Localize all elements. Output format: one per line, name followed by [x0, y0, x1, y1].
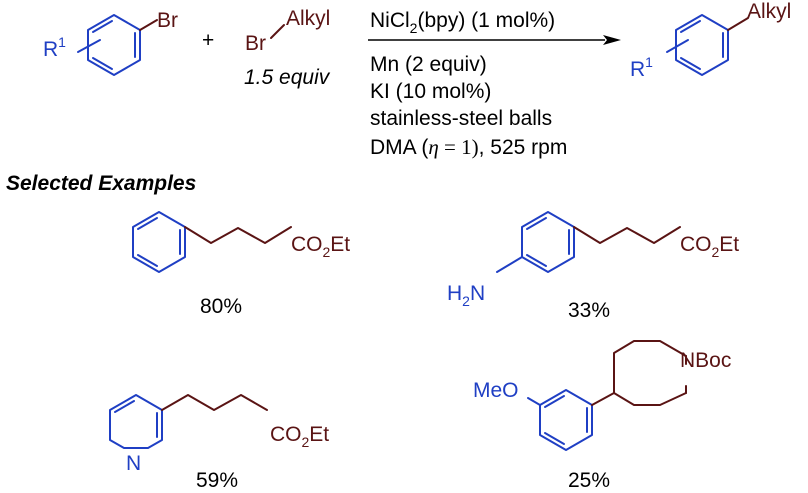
product-aryl-alkyl: R1 Alkyl	[630, 0, 791, 81]
r1-label: R	[43, 38, 58, 61]
boc-label: NBoc	[680, 349, 731, 372]
condition-catalyst: NiCl2(bpy) (1 mol%)	[370, 9, 555, 36]
benzene-ring	[132, 211, 186, 273]
svg-text:R1: R1	[43, 34, 66, 61]
example-pyridyl-butanoate: N CO2Et 59%	[109, 394, 329, 492]
ester-label: CO2Et	[270, 423, 329, 450]
alkyl-bromide-br: Br	[245, 32, 266, 55]
plus-sign: +	[202, 29, 214, 52]
ester-label: CO2Et	[680, 233, 739, 260]
alkyl-label: Alkyl	[286, 7, 330, 30]
yield-label: 25%	[568, 469, 610, 492]
condition-balls: stainless-steel balls	[370, 107, 552, 130]
example-phenyl-butanoate: CO2Et 80%	[132, 211, 350, 318]
product-r1-label: R	[630, 58, 645, 81]
benzene-ring	[496, 211, 575, 273]
condition-additive: KI (10 mol%)	[370, 80, 491, 103]
section-title: Selected Examples	[6, 172, 196, 195]
yield-label: 80%	[200, 295, 242, 318]
bromine-label: Br	[157, 9, 178, 32]
condition-solvent: DMA (η = 1), 525 rpm	[370, 135, 567, 159]
product-alkyl-label: Alkyl	[747, 0, 791, 23]
yield-label: 33%	[568, 299, 610, 322]
reactant-aryl-bromide: R1 Br	[43, 9, 178, 76]
piperidine-ring	[591, 340, 687, 406]
methoxy-label: MeO	[473, 379, 519, 402]
reaction-conditions: NiCl2(bpy) (1 mol%) Mn (2 equiv) KI (10 …	[370, 9, 567, 159]
alkyl-equiv: 1.5 equiv	[244, 66, 331, 89]
example-methoxyphenyl-piperidine: MeO NBoc 25%	[473, 340, 731, 492]
benzene-ring	[527, 389, 593, 451]
condition-reductant: Mn (2 equiv)	[370, 53, 487, 76]
benzene-ring	[77, 14, 158, 76]
example-aminophenyl-butanoate: H2N CO2Et 33%	[447, 211, 739, 322]
pyridine-nitrogen: N	[126, 452, 141, 475]
benzene-ring	[666, 14, 749, 76]
svg-text:R1: R1	[630, 54, 653, 81]
amine-label: H2N	[447, 282, 485, 309]
product-r1-superscript: 1	[645, 54, 653, 70]
r1-superscript: 1	[58, 34, 66, 50]
pyridine-ring	[109, 394, 163, 449]
reactant-alkyl-bromide: Br Alkyl 1.5 equiv	[244, 7, 331, 89]
reaction-arrow	[368, 35, 621, 45]
ester-label: CO2Et	[291, 233, 350, 260]
yield-label: 59%	[196, 469, 238, 492]
